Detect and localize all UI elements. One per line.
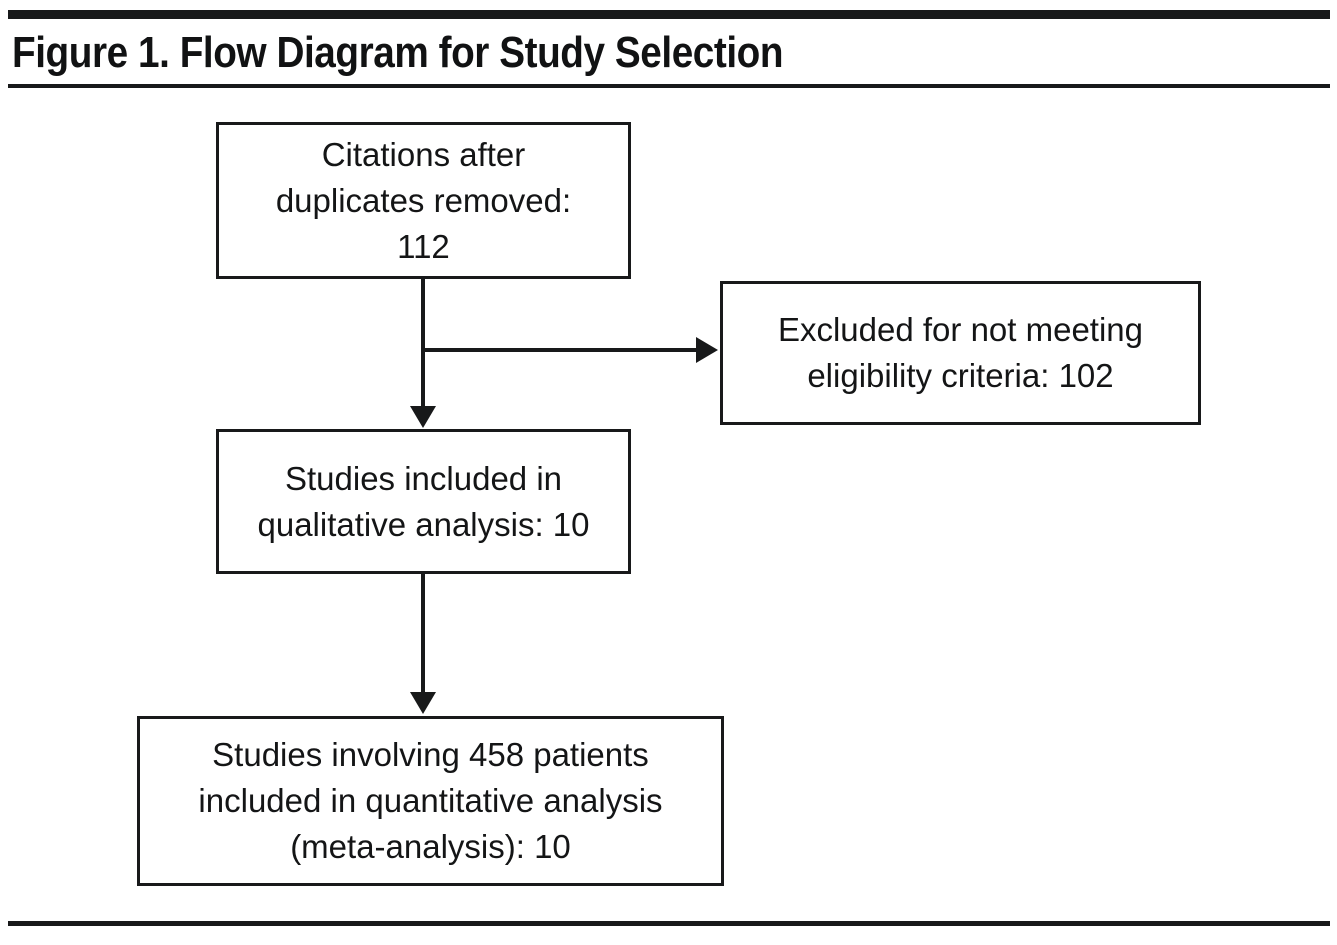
connector-citations-to-excluded-line <box>423 348 698 352</box>
flow-node-qualitative: Studies included in qualitative analysis… <box>216 429 631 574</box>
arrow-right-icon-to-excluded <box>696 337 718 363</box>
connector-citations-to-qualitative-line <box>421 279 425 410</box>
flow-node-citations: Citations after duplicates removed: 112 <box>216 122 631 279</box>
flow-node-excluded: Excluded for not meeting eligibility cri… <box>720 281 1201 425</box>
top-rule <box>8 10 1330 19</box>
flow-node-excluded-label: Excluded for not meeting eligibility cri… <box>777 311 1144 394</box>
figure-title: Figure 1. Flow Diagram for Study Selecti… <box>12 28 784 77</box>
flow-node-quantitative: Studies involving 458 patients included … <box>137 716 724 886</box>
title-underline-rule <box>8 84 1330 88</box>
flow-node-quantitative-label: Studies involving 458 patients included … <box>198 736 663 865</box>
flow-node-citations-label: Citations after duplicates removed: 112 <box>275 135 572 265</box>
flow-node-qualitative-label: Studies included in qualitative analysis… <box>257 459 590 543</box>
arrow-down-icon-to-quantitative <box>410 692 436 714</box>
connector-qualitative-to-quantitative-line <box>421 574 425 694</box>
arrow-down-icon-to-qualitative <box>410 406 436 428</box>
bottom-rule <box>8 921 1330 926</box>
